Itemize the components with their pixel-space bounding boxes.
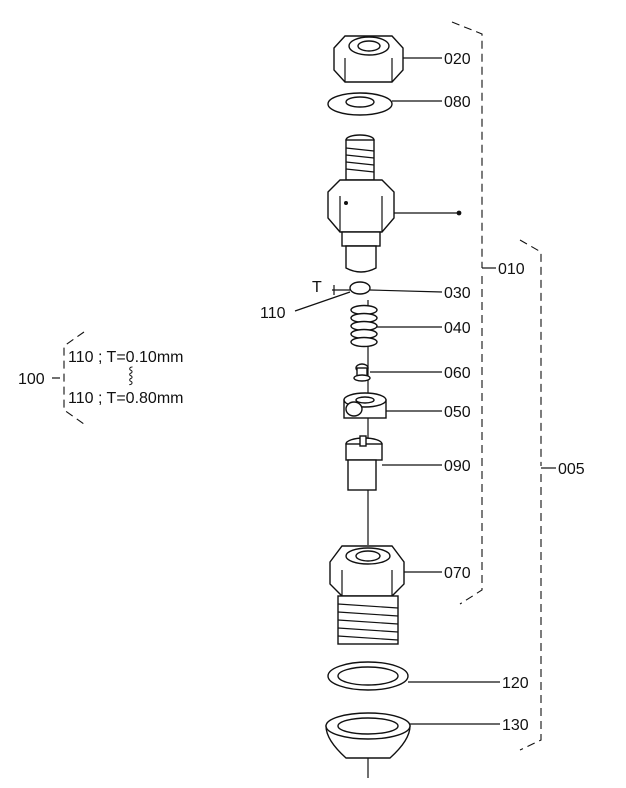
label-030: 030 — [444, 285, 471, 302]
part-120-gasket — [327, 661, 409, 691]
label-060: 060 — [444, 365, 471, 382]
label-010: 010 — [498, 261, 525, 278]
part-060-pin — [353, 363, 371, 382]
part-130-heat-shield — [325, 712, 411, 759]
label-050: 050 — [444, 404, 471, 421]
bracket-010 — [451, 21, 483, 605]
label-130: 130 — [502, 717, 529, 734]
leader-dot — [456, 210, 462, 216]
part-030-shim — [349, 281, 371, 295]
leader-030 — [369, 289, 443, 293]
label-100: 100 — [18, 371, 45, 388]
label-090: 090 — [444, 458, 471, 475]
part-nozzle-holder — [327, 134, 395, 273]
shim-line-1: 110 ; T=0.10mm — [68, 349, 183, 366]
shim-range-mark: ⸾ — [128, 366, 134, 386]
part-090-nozzle — [345, 435, 383, 491]
label-t: T — [312, 279, 322, 296]
bracket-005 — [519, 239, 542, 751]
part-080-washer — [327, 92, 393, 116]
leader-110 — [294, 291, 351, 312]
shim-line-2: 110 ; T=0.80mm — [68, 390, 183, 407]
label-080: 080 — [444, 94, 471, 111]
label-070: 070 — [444, 565, 471, 582]
note-bracket — [63, 331, 85, 425]
label-040: 040 — [444, 320, 471, 337]
part-070-nut — [329, 545, 405, 645]
label-020: 020 — [444, 51, 471, 68]
part-050-retainer — [343, 392, 387, 419]
part-040-spring — [350, 304, 378, 348]
part-020-nut — [333, 35, 404, 83]
label-110: 110 — [260, 305, 286, 322]
label-120: 120 — [502, 675, 529, 692]
shim-note: 100 110 ; T=0.10mm ⸾ 110 ; T=0.80mm — [18, 331, 183, 425]
label-005: 005 — [558, 461, 585, 478]
